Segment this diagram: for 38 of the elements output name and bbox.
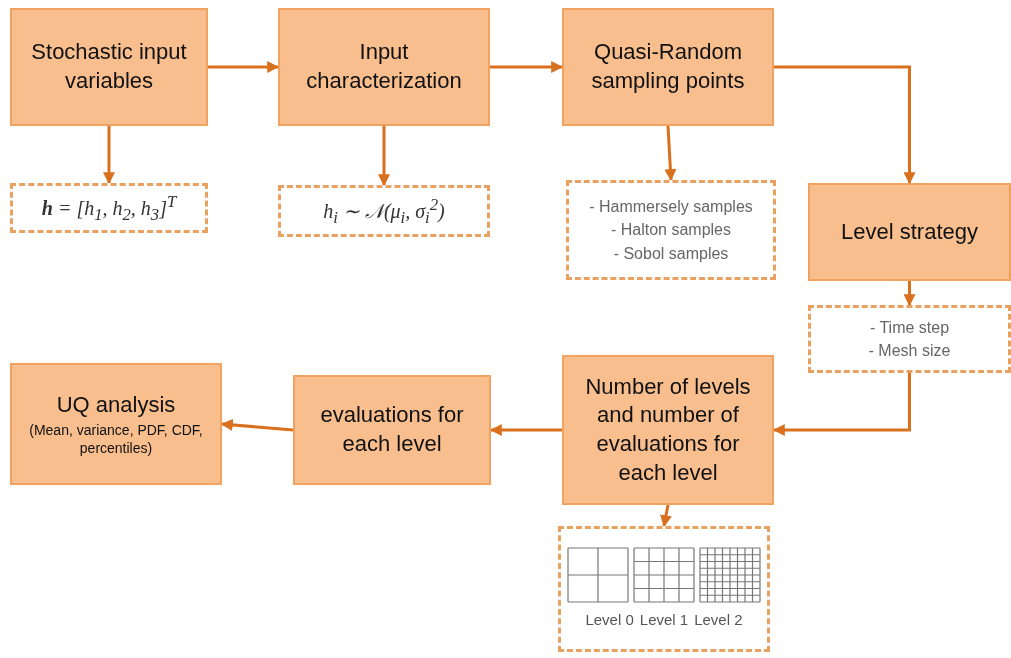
process-box [293, 375, 491, 485]
arrow [378, 126, 390, 187]
arrow [903, 281, 916, 307]
arrow [208, 61, 280, 73]
list-item: - Sobol samples [613, 243, 729, 264]
formula: h = [h$_{1}$, h$_{2}$, h$_{3}$]$^{T}$ [41, 190, 177, 226]
formula-box [278, 185, 490, 237]
process-box [10, 8, 208, 126]
arrow [103, 126, 115, 185]
process-box [808, 183, 1011, 281]
formula-box [10, 183, 208, 233]
level-label: Level 0 [585, 610, 634, 631]
box-label: Number of levels and number of evaluations for each level [584, 372, 752, 487]
list-item: - Halton samples [610, 220, 731, 241]
box-label: Quasi-Random sampling points [590, 38, 746, 95]
box-label: Input characterization [305, 38, 463, 95]
arrow [774, 65, 916, 185]
note-box [808, 305, 1011, 373]
note-box [566, 180, 776, 280]
formula: h$_{i}$ ∼ 𝒩(μ$_{i}$, σ$_{i}$$^{2}$) [323, 193, 445, 229]
list-item: - Hammersely samples [589, 197, 753, 218]
process-box [562, 355, 774, 505]
process-box [278, 8, 490, 126]
box-label: evaluations for each level [319, 401, 465, 458]
box-label: Stochastic input variables [30, 38, 188, 95]
list-item: - Mesh size [868, 341, 951, 361]
description-text: (Mean, variance, PDF, CDF, percentiles) [28, 421, 204, 458]
box-label: Level strategy [841, 217, 978, 246]
arrow [490, 61, 564, 73]
arrow [660, 504, 672, 528]
level-label: Level 2 [694, 610, 743, 631]
box-label: UQ analysis [56, 390, 176, 419]
process-box [562, 8, 774, 126]
list-item: - Time step [869, 317, 950, 338]
level-label: Level 1 [639, 610, 689, 631]
process-box [10, 363, 222, 485]
mesh-levels-box [558, 526, 770, 652]
arrow [664, 125, 677, 182]
